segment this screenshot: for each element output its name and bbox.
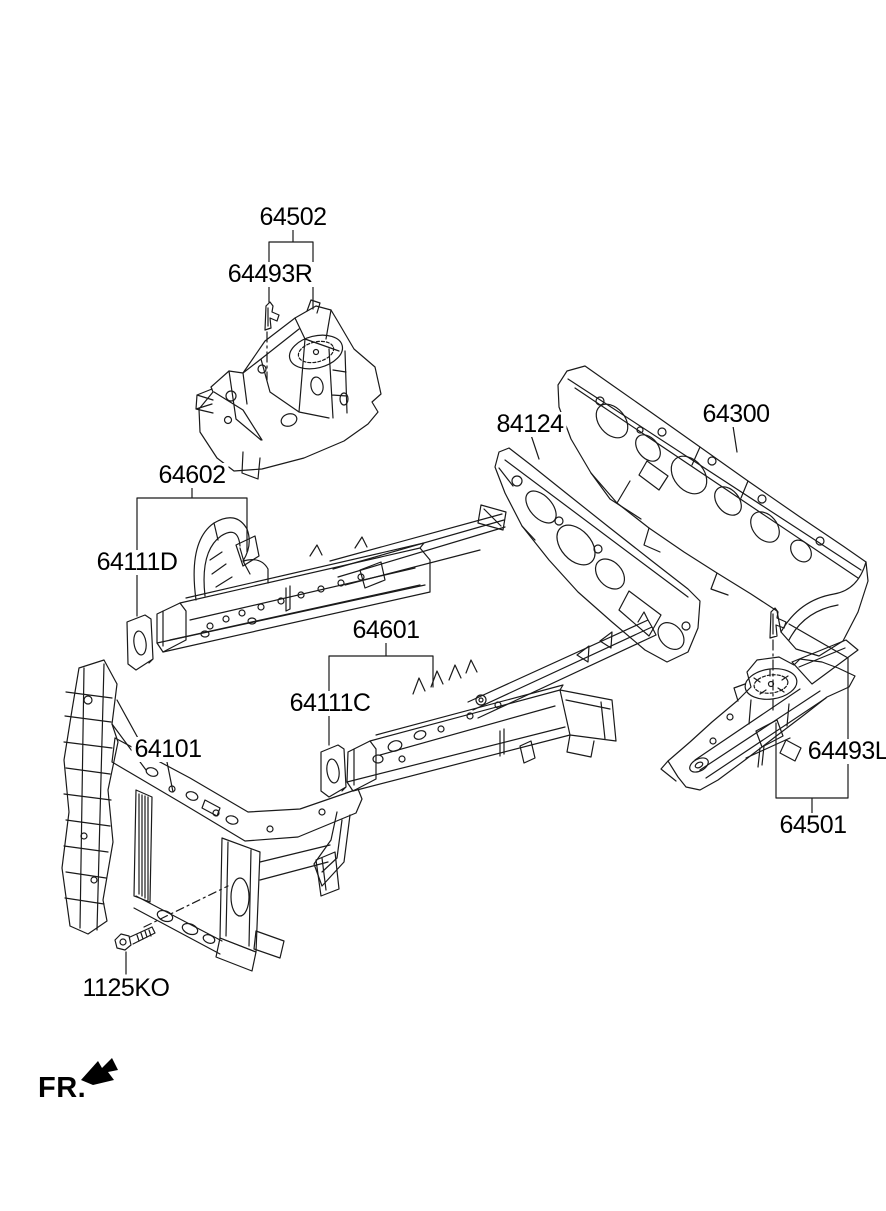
part-label-64502: 64502: [256, 205, 330, 230]
part-label-64101: 64101: [131, 737, 205, 762]
part-1125ko-bolt: [114, 926, 156, 951]
part-label-64493l: 64493L: [804, 739, 886, 764]
part-label-84124: 84124: [493, 412, 567, 437]
fr-direction-arrow-icon: [81, 1058, 118, 1085]
part-84124-panel: [494, 447, 701, 663]
part-label-64501: 64501: [776, 813, 850, 838]
part-64602-side-member: [156, 504, 507, 653]
part-label-64602: 64602: [155, 463, 229, 488]
part-64111c-gasket: [320, 744, 347, 798]
part-64493r-clip: [264, 301, 280, 331]
part-label-64300: 64300: [699, 402, 773, 427]
fr-direction-label: FR.: [38, 1072, 87, 1104]
part-64493l-clip: [769, 607, 787, 639]
part-64111d-gasket: [126, 614, 154, 671]
part-label-64111c: 64111C: [286, 691, 374, 716]
part-label-64111d: 64111D: [93, 550, 181, 575]
part-64300-dash-panel: [557, 365, 869, 657]
part-64502-fender-apron-rh: [195, 299, 382, 480]
part-label-64493r: 64493R: [224, 262, 316, 287]
part-64501-side-member: [660, 639, 859, 791]
part-label-64601: 64601: [349, 618, 423, 643]
part-label-1125ko: 1125KO: [79, 976, 173, 1001]
part-64101-radiator-support: [61, 659, 363, 972]
part-64601-side-member: [346, 611, 657, 792]
callout-leader-lines: [125, 227, 849, 975]
